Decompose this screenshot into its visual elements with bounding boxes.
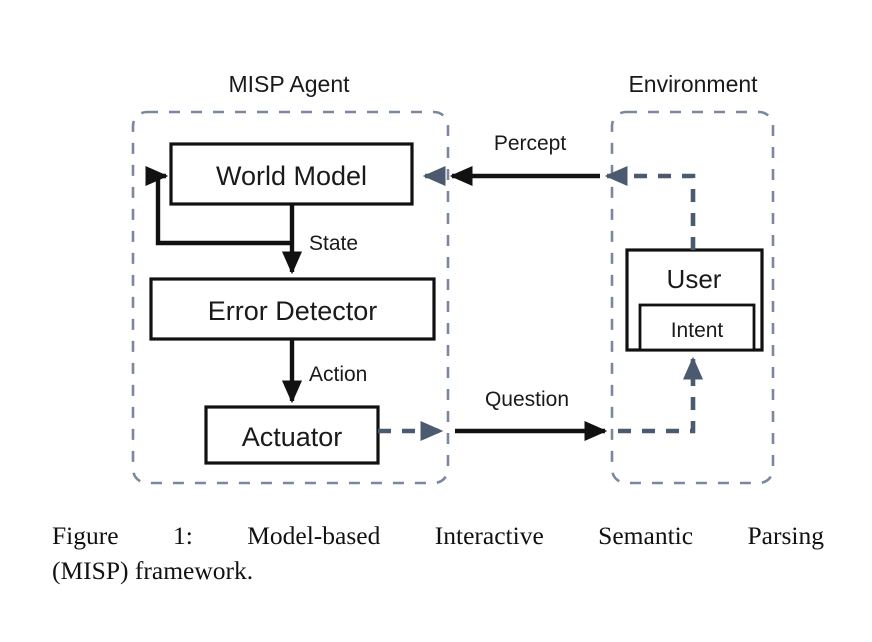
environment-title: Environment [628,71,758,97]
action-label: Action [309,363,367,386]
world-model-box [169,142,414,206]
user-label: User [667,264,722,294]
question-to-user-dashed [618,356,704,434]
percept-label: Percept [494,132,567,155]
feedback-loop-arrow [145,165,292,246]
error-detector-label: Error Detector [208,296,378,326]
misp-agent-title: MISP Agent [228,71,350,97]
figure-caption: Figure 1: Model-based Interactive Semant… [52,518,824,588]
actuator-box [204,405,380,465]
state-label: State [309,232,358,255]
intent-label: Intent [671,319,724,342]
percept-from-user-dashed [625,173,696,250]
caption-line-1: Figure 1: Model-based Interactive Semant… [52,521,824,550]
error-detector-box [149,277,436,341]
actuator-label: Actuator [242,422,343,452]
intent-box [638,303,756,352]
world-model-label: World Model [216,161,367,191]
question-label: Question [485,388,569,411]
misp-framework-diagram: MISP Agent Environment World Model State… [131,71,775,485]
misp-agent-container [131,110,450,485]
environment-container [610,110,775,485]
caption-line-2: (MISP) framework. [52,556,254,586]
